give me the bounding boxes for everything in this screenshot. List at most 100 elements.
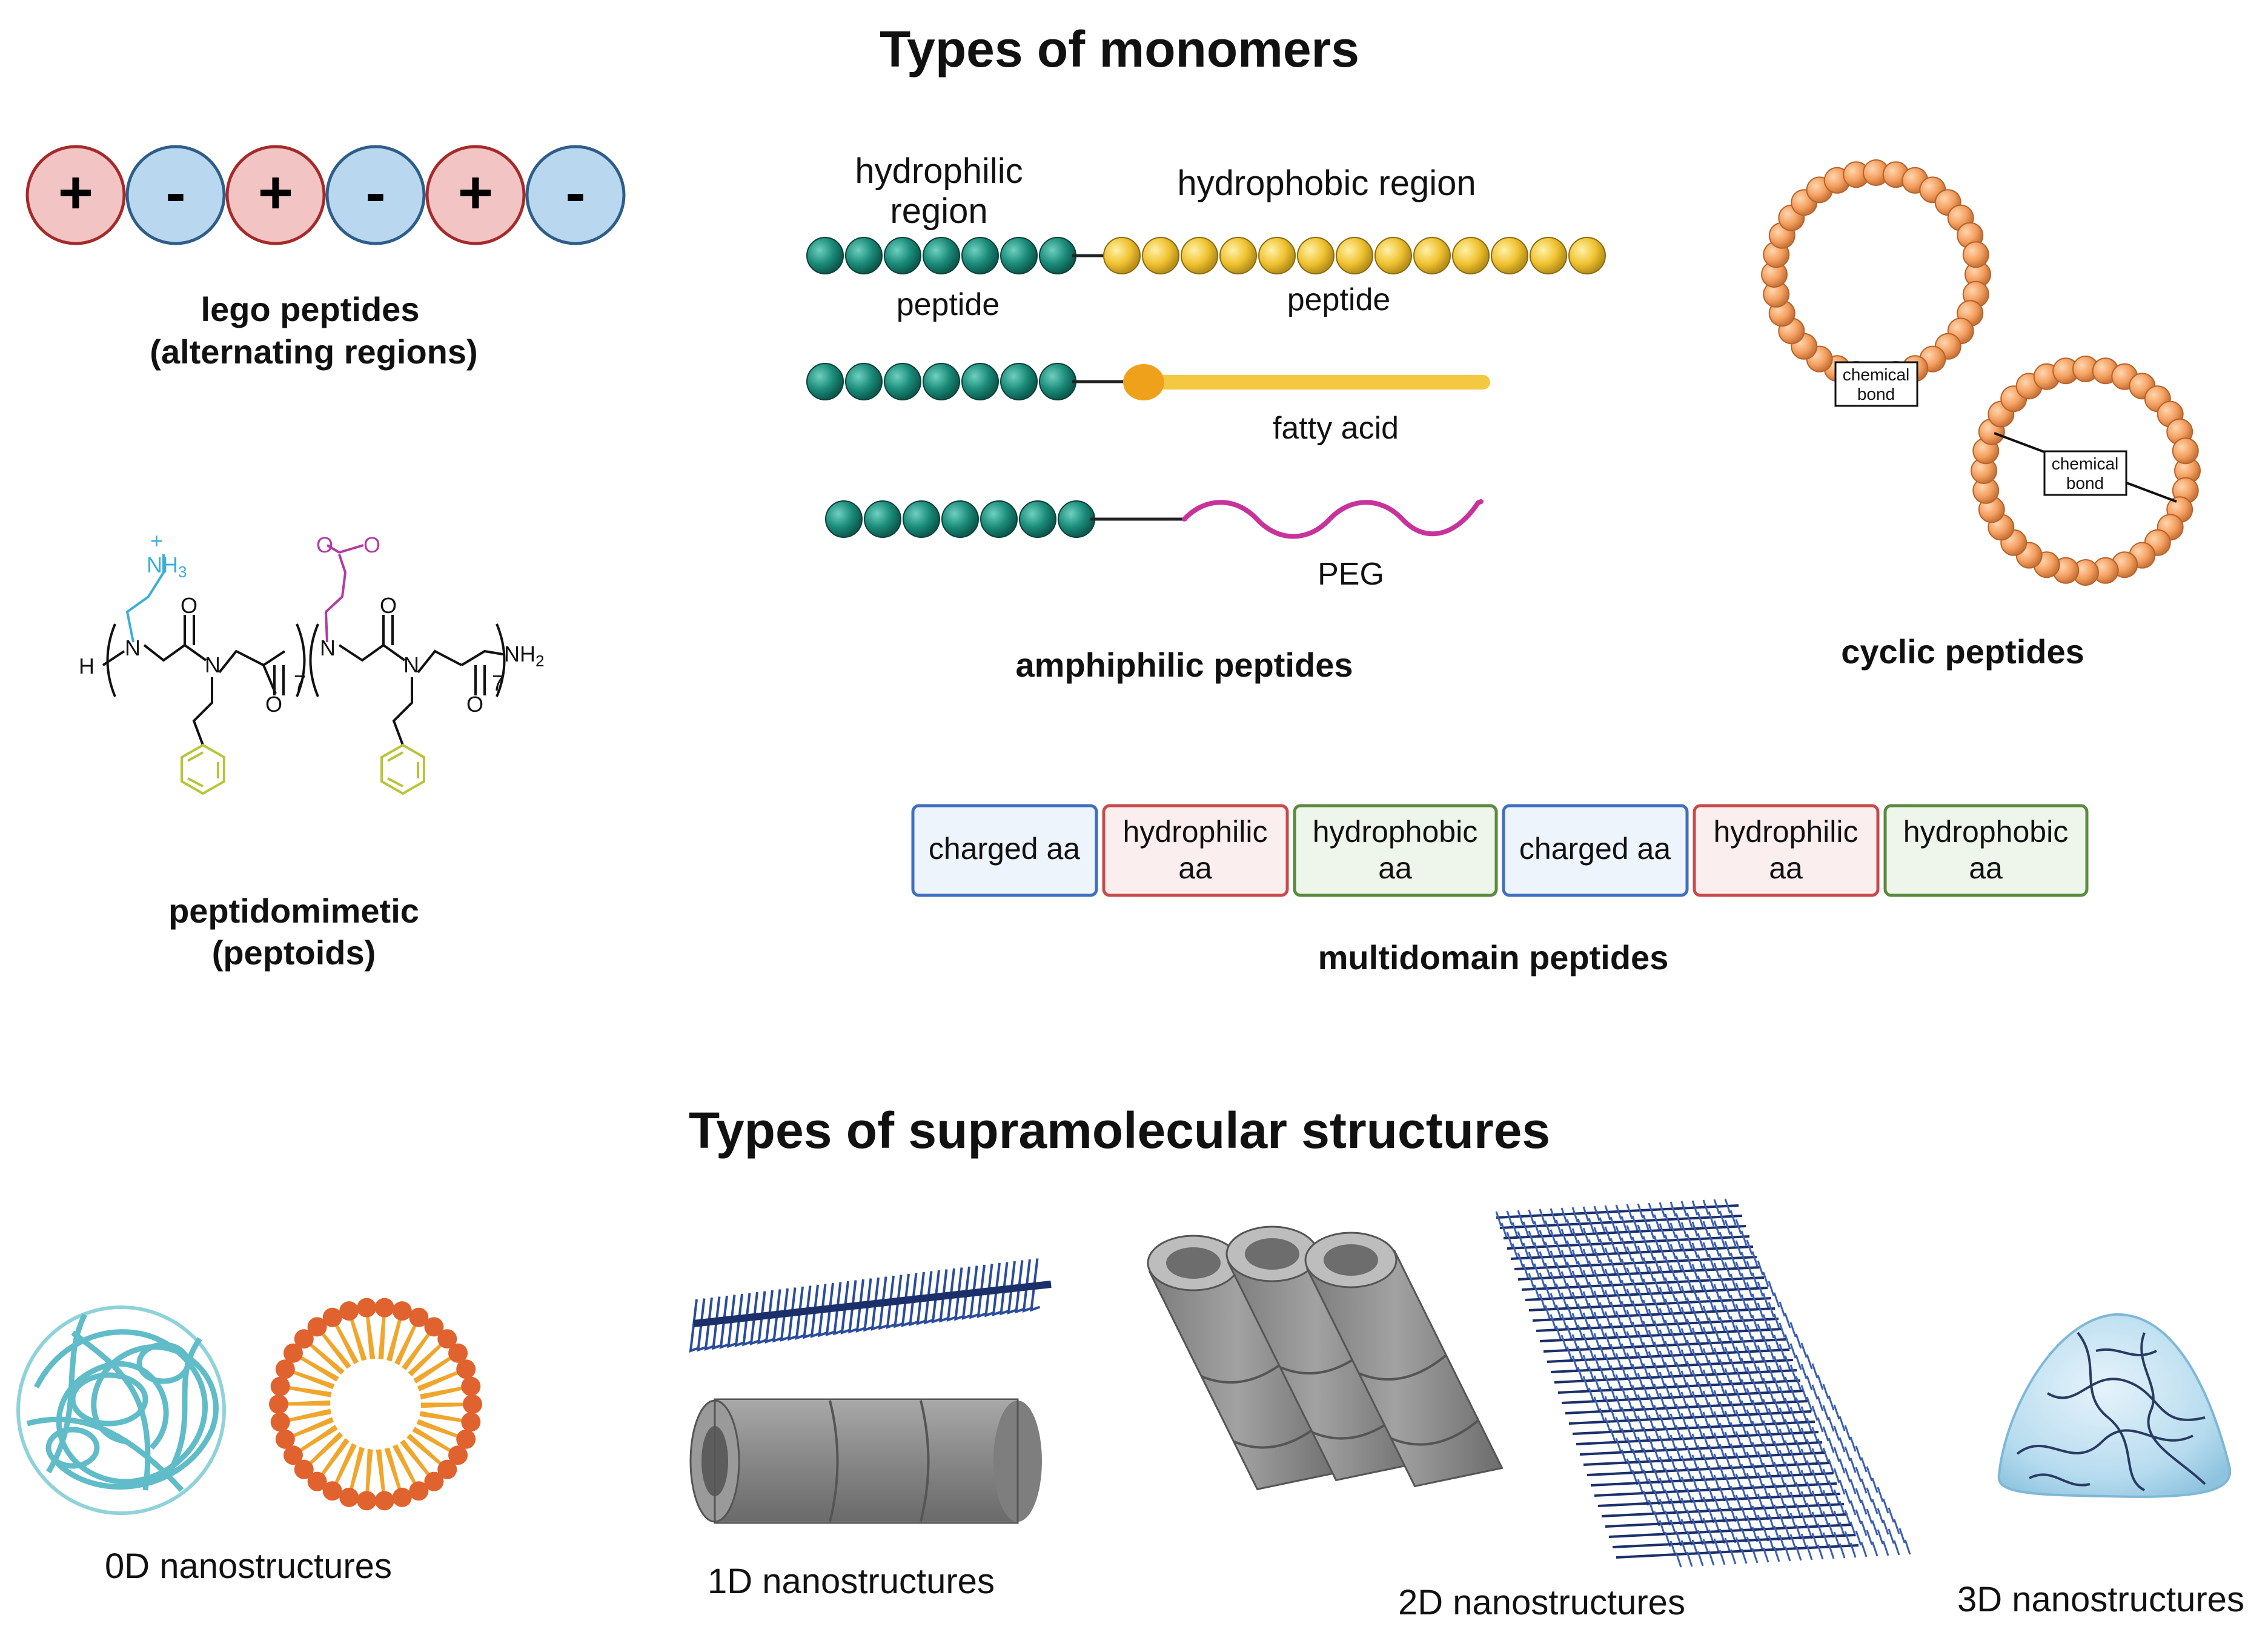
beta-strand (1588, 1324, 1595, 1339)
beta-strand (1577, 1324, 1584, 1340)
beta-strand (1708, 1359, 1715, 1375)
charge-bead-4: - (325, 145, 426, 245)
beta-strand (825, 1282, 836, 1336)
peptide-bead (1181, 237, 1218, 274)
beta-strand (1593, 1354, 1600, 1370)
beta-strand (1593, 1269, 1600, 1285)
beta-strand (1599, 1408, 1606, 1424)
beta-strand (764, 1290, 775, 1344)
beta-strand (833, 1282, 844, 1336)
beta-strand (1773, 1483, 1780, 1499)
beta-strand (1713, 1262, 1720, 1278)
beta-strand (810, 1284, 821, 1338)
beta-strand (1626, 1352, 1633, 1368)
peptide-bead (1000, 363, 1038, 400)
beta-strand (1789, 1364, 1797, 1380)
beta-strand (1637, 1457, 1644, 1473)
n-atom: N (320, 635, 336, 660)
beta-strand (1904, 1539, 1911, 1555)
beta-strand (1659, 1350, 1666, 1366)
beta-strand (1839, 1479, 1846, 1495)
cyclic-ring (1971, 356, 2201, 586)
beta-strand (1719, 1295, 1726, 1311)
beta-strand (1833, 1489, 1840, 1505)
beta-strand (1642, 1321, 1650, 1336)
peptide-bead (1058, 500, 1095, 538)
beta-strand (1729, 1422, 1737, 1437)
beta-strand (1757, 1493, 1764, 1509)
beta-strand (1800, 1406, 1808, 1422)
beta-strand (1800, 1427, 1808, 1443)
beta-strand (1822, 1405, 1829, 1421)
beta-strand (1697, 1360, 1704, 1376)
beta-strand (1740, 1548, 1748, 1564)
beta-strand (1855, 1530, 1862, 1546)
beta-strand (1539, 1230, 1546, 1245)
beta-strand (1604, 1417, 1611, 1433)
beta-strand (1642, 1236, 1650, 1252)
beta-strand (1817, 1417, 1824, 1433)
beta-strand (1724, 1347, 1731, 1362)
beta-strand (1675, 1340, 1682, 1356)
beta-strand (1751, 1336, 1759, 1351)
peptide-bead (1452, 237, 1490, 274)
beta-strand (1582, 1376, 1590, 1391)
beta-strand (1844, 1531, 1851, 1547)
beta-strand (1844, 1510, 1851, 1525)
beta-strand (1828, 1459, 1835, 1474)
beta-strand (1724, 1431, 1731, 1447)
beta-strand (1669, 1222, 1677, 1238)
beta-strand (1664, 1404, 1671, 1420)
beta-strand (1604, 1290, 1611, 1305)
beta-strand (1735, 1282, 1742, 1298)
peptide-bead (903, 500, 940, 538)
beta-strand (1626, 1246, 1633, 1262)
beta-strand (1577, 1367, 1584, 1382)
beta-strand (1735, 1431, 1742, 1447)
lipid-head (461, 1412, 481, 1432)
beta-strand (1648, 1372, 1655, 1388)
beta-strand (1724, 1219, 1731, 1235)
peptide-bead (961, 237, 999, 274)
beta-strand (1762, 1356, 1769, 1372)
beta-strand (1599, 1365, 1606, 1381)
beta-strand (1599, 1323, 1606, 1339)
beta-strand (1746, 1367, 1753, 1382)
beta-strand (1719, 1380, 1726, 1396)
beta-strand (1735, 1410, 1742, 1425)
lipid-head (463, 1394, 482, 1414)
beta-strand (1582, 1354, 1590, 1370)
beta-strand (1773, 1292, 1780, 1308)
fatty-acid-head (1123, 364, 1164, 400)
beta-strand (1817, 1374, 1824, 1390)
charge-bead-3: + (225, 145, 326, 245)
beta-strand (1811, 1405, 1819, 1421)
beta-strand (1724, 1474, 1731, 1490)
beta-strand (1751, 1421, 1759, 1436)
lipid-head (392, 1301, 412, 1321)
beta-strand (1702, 1305, 1709, 1321)
zero-d-nanostructures: 0D nanostructures (16, 1298, 482, 1586)
beta-strand (1566, 1282, 1573, 1298)
beta-strand (855, 1279, 866, 1333)
beta-strand (1691, 1518, 1699, 1534)
beta-strand (1626, 1267, 1633, 1283)
beta-strand (1719, 1444, 1726, 1459)
beta-strand (1680, 1222, 1688, 1238)
beta-strand (772, 1289, 783, 1343)
hydrophilic-peptide-chain (806, 363, 1076, 400)
beta-strand (1746, 1261, 1753, 1276)
beta-strand (1648, 1499, 1655, 1515)
peptide-bead (980, 500, 1018, 538)
beta-strand (1888, 1528, 1895, 1544)
beta-strand (1669, 1265, 1677, 1281)
domain-box-hydrophilic: hydrophilic aa (1102, 804, 1289, 897)
beta-strand (1729, 1252, 1737, 1268)
beta-strand (1779, 1450, 1786, 1465)
lipid-head (322, 1481, 342, 1501)
sheet-row (1579, 1441, 1823, 1456)
beta-strand (1746, 1430, 1753, 1446)
beta-strand (1751, 1251, 1759, 1267)
beta-strand (1719, 1550, 1726, 1565)
beta-strand (1822, 1511, 1829, 1527)
